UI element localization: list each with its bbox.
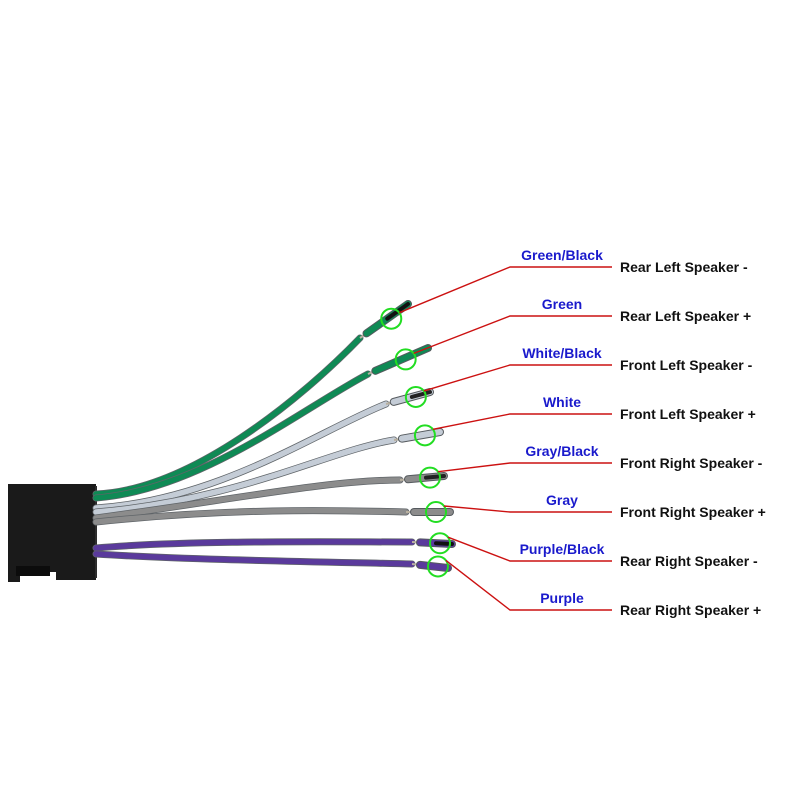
wire-stripe bbox=[423, 474, 446, 480]
wire-color-label: Gray/Black bbox=[525, 443, 598, 459]
leader-line bbox=[437, 462, 612, 473]
highlight-circle bbox=[425, 501, 447, 523]
wire-color-label: Purple/Black bbox=[520, 541, 605, 557]
wire bbox=[93, 437, 397, 515]
leader-line bbox=[432, 413, 612, 431]
leader-line bbox=[445, 559, 612, 611]
leader-line bbox=[443, 505, 612, 513]
wire-outline bbox=[92, 334, 364, 498]
wire bbox=[93, 371, 371, 501]
wire-tip bbox=[416, 561, 451, 571]
wire bbox=[93, 539, 415, 551]
wire bbox=[93, 477, 403, 521]
highlight-circle bbox=[426, 555, 449, 578]
wire-stripe bbox=[409, 390, 432, 399]
leader-line bbox=[423, 364, 612, 392]
wire-function-label: Front Right Speaker - bbox=[620, 455, 763, 471]
highlight-circle bbox=[404, 385, 427, 408]
leader-line bbox=[447, 536, 612, 562]
highlight-circle bbox=[418, 466, 441, 489]
highlight-circle bbox=[380, 307, 403, 330]
leader-line bbox=[413, 315, 612, 355]
connector-latch bbox=[16, 566, 50, 576]
wire bbox=[93, 401, 389, 511]
wire-function-label: Rear Left Speaker + bbox=[620, 308, 751, 324]
wire bbox=[93, 551, 415, 567]
wire-function-label: Rear Right Speaker - bbox=[620, 553, 758, 569]
wire-color-label: White/Black bbox=[522, 345, 602, 361]
connector-body bbox=[8, 484, 96, 582]
wires-group bbox=[92, 300, 456, 572]
leader-lines-group bbox=[380, 266, 612, 611]
highlight-circle bbox=[394, 348, 417, 371]
wire-color-label: Purple bbox=[540, 590, 584, 606]
wire-color-label: Green/Black bbox=[521, 247, 603, 263]
wire bbox=[93, 335, 363, 497]
wire-function-label: Front Left Speaker - bbox=[620, 357, 753, 373]
highlight-circle bbox=[413, 424, 436, 447]
wire-color-label: Gray bbox=[546, 492, 578, 508]
wire-function-label: Front Left Speaker + bbox=[620, 406, 756, 422]
wire-tip bbox=[398, 429, 443, 442]
wire-color-label: White bbox=[543, 394, 581, 410]
wire-function-label: Rear Left Speaker - bbox=[620, 259, 748, 275]
wire bbox=[93, 507, 409, 525]
wire-color-label: Green bbox=[542, 296, 582, 312]
leader-line bbox=[398, 266, 612, 314]
wire-function-label: Rear Right Speaker + bbox=[620, 602, 761, 618]
wire-function-label: Front Right Speaker + bbox=[620, 504, 766, 520]
iso-connector bbox=[8, 484, 97, 582]
highlight-circle bbox=[428, 532, 451, 555]
